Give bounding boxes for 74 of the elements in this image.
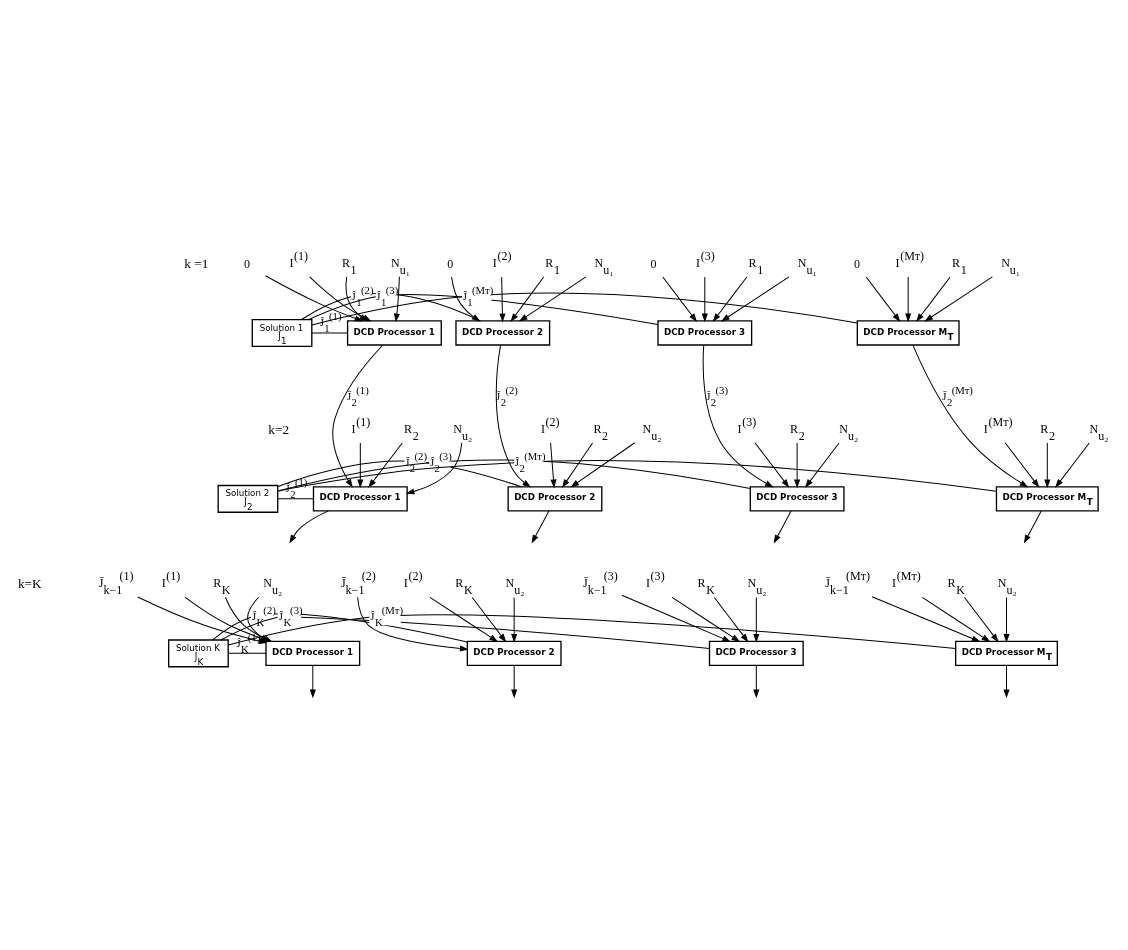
arrow: [702, 344, 773, 488]
arrow: [721, 276, 790, 322]
arrow: [571, 442, 636, 488]
arrow: [357, 596, 468, 652]
arrow: [754, 442, 789, 488]
node-text: 0: [853, 256, 860, 271]
arrow: [662, 276, 697, 322]
arrow: [1044, 442, 1051, 488]
arrow: [1003, 596, 1010, 642]
connector: [228, 652, 267, 654]
arrow: [451, 276, 480, 322]
arrow: [519, 276, 587, 322]
arrow: [925, 276, 993, 322]
node-text: 0: [650, 256, 657, 271]
arrow: [345, 276, 368, 322]
arrow: [495, 344, 531, 488]
node-text: 0: [447, 256, 454, 271]
arrow: [621, 594, 731, 642]
node-box: DCD Processor 1: [312, 486, 408, 512]
arrow: [964, 596, 999, 642]
connector: [277, 460, 997, 492]
arrow: [1004, 442, 1040, 488]
arrow: [921, 596, 990, 642]
arrow: [713, 596, 749, 642]
node-text: 0: [243, 256, 250, 271]
arrow: [865, 276, 900, 322]
label: k=2: [268, 421, 290, 437]
arrow: [1024, 510, 1042, 543]
arrow: [773, 510, 792, 543]
arrow: [912, 344, 1028, 488]
node-box: DCD Processor 1: [265, 640, 361, 667]
arrow: [1003, 665, 1010, 698]
arrow: [137, 596, 267, 644]
connector: [277, 498, 314, 500]
node-box: DCD Processor 2: [455, 320, 551, 346]
arrow: [916, 276, 951, 322]
arrow: [471, 596, 506, 642]
node-box: DCD Processor 3: [708, 640, 804, 667]
connector: [227, 614, 957, 649]
arrow: [701, 276, 708, 322]
label: k =1: [184, 256, 209, 272]
arrow: [550, 442, 557, 488]
node-box: DCD Processor 2: [466, 640, 562, 667]
arrow: [499, 276, 506, 322]
arrow: [289, 510, 329, 543]
arrow: [531, 510, 550, 543]
arrow: [510, 276, 545, 322]
arrow: [753, 596, 760, 642]
arrow: [511, 596, 517, 642]
arrow: [871, 596, 980, 642]
label: k=K: [17, 576, 42, 592]
arrow: [905, 276, 911, 322]
arrow: [562, 442, 594, 488]
node-box: DCD Processor 2: [507, 486, 603, 512]
arrow: [794, 442, 800, 488]
arrow: [753, 665, 760, 698]
connector: [220, 615, 710, 649]
arrow: [357, 442, 364, 488]
arrow: [511, 665, 517, 698]
connector: [311, 332, 348, 334]
arrow: [332, 344, 384, 488]
arrow: [368, 442, 403, 488]
arrow: [264, 275, 363, 322]
arrow: [805, 442, 840, 488]
arrow: [1055, 442, 1090, 488]
node-box: DCD Processor 3: [657, 320, 753, 346]
arrow: [671, 596, 740, 642]
arrow: [713, 276, 748, 322]
arrow: [394, 276, 400, 322]
connector: [277, 460, 522, 488]
node-box: DCD Processor 3: [749, 486, 845, 512]
arrow: [310, 665, 316, 698]
node-box: DCD Processor 1: [346, 320, 442, 346]
arrow: [429, 596, 498, 642]
